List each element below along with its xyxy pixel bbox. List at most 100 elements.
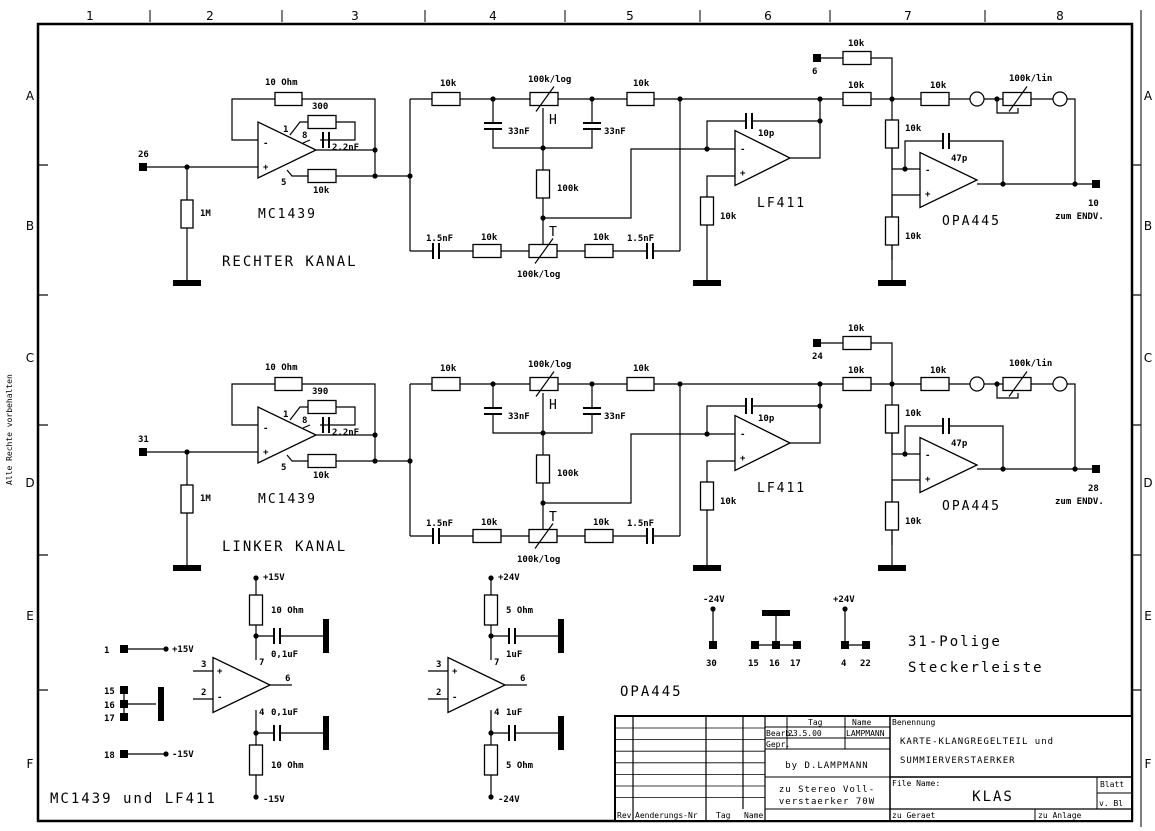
resistor [472, 243, 502, 259]
positive-rail-label: +24V [498, 573, 520, 583]
resistor [535, 169, 551, 199]
opamp-plus: + [452, 667, 458, 677]
bass-resistor-value: 10k [481, 518, 498, 528]
input-pin-number: 31 [138, 435, 149, 445]
wire [891, 148, 920, 170]
resistor [842, 50, 872, 66]
resistor [528, 243, 558, 259]
connector-pin [862, 641, 870, 649]
designation-label: Benennung [892, 718, 936, 727]
treble-cap-value: 33nF [604, 412, 626, 422]
grid-row-label: D [25, 476, 34, 490]
wire [706, 120, 745, 149]
pin-number: 5 [281, 463, 286, 473]
aux-resistor-value: 10k [848, 39, 865, 49]
connector-pin [841, 641, 849, 649]
pin-number: 2 [436, 688, 441, 698]
pin-number: 5 [281, 178, 286, 188]
opamp-plus: + [925, 475, 931, 485]
wire [871, 342, 893, 545]
resistor [307, 399, 337, 415]
grid-row-label: B [26, 219, 34, 233]
frame-border [36, 22, 1134, 823]
grid-row-label: C [1144, 351, 1152, 365]
ground-bar [323, 716, 329, 750]
wire [790, 99, 821, 159]
wire [844, 609, 866, 646]
wire [302, 424, 311, 429]
wire [1067, 98, 1076, 184]
resistor [483, 744, 499, 776]
wire [904, 425, 943, 454]
author-line: by D.LAMPMANN [785, 761, 868, 771]
summer-fb-resistor-value: 10k [905, 124, 922, 134]
potentiometer-wiper [1008, 371, 1028, 397]
grid-column-label: 6 [764, 9, 772, 23]
junction-dot [372, 173, 378, 179]
checked-row-label: Gepr. [766, 740, 790, 749]
ground-symbol [878, 565, 906, 571]
sheet-label: Blatt [1100, 780, 1124, 789]
summer-pot-value: 100k/lin [1009, 358, 1052, 369]
pin-number: 1 [283, 125, 288, 135]
junction-dot [817, 118, 823, 124]
resistor [274, 91, 303, 107]
jumper-ring [969, 91, 985, 107]
ground-symbol [173, 565, 201, 571]
junction-dot [1072, 181, 1078, 187]
connector-pin-number: 4 [841, 659, 847, 669]
buffer-resistor-value: 10k [720, 497, 737, 507]
file-name-value: KLAS [972, 789, 1014, 805]
buffer-cap-value: 10p [758, 414, 775, 424]
opamp-minus: - [452, 693, 457, 703]
connector-pin-number: 22 [860, 659, 871, 669]
feedback-resistor-value: 10 Ohm [265, 78, 298, 88]
resistor [699, 196, 715, 226]
potentiometer-wiper [535, 86, 555, 112]
opamp-triangle [734, 414, 792, 472]
connector-pin [139, 448, 147, 456]
pin-number: 8 [302, 131, 307, 141]
pin-number: 4 [494, 708, 500, 718]
bass-cap-value: 1.5nF [426, 234, 453, 244]
resistor [307, 114, 337, 130]
ground-bar [558, 619, 564, 653]
pin-number: 6 [285, 674, 290, 684]
rev-date-header: Tag [716, 811, 731, 820]
pin-number: 4 [259, 708, 265, 718]
opamp-plus: + [740, 169, 746, 179]
opamp-triangle [447, 656, 507, 714]
rail-label: -15V [172, 750, 194, 760]
opamp-minus: - [263, 424, 268, 434]
name-header: Name [852, 718, 871, 727]
wire [289, 406, 356, 426]
pin-number: 1 [283, 410, 288, 420]
connector-pin [139, 163, 147, 171]
grid-row-label: F [27, 757, 34, 771]
resistor [842, 335, 872, 351]
jumper-ring [1052, 376, 1068, 392]
grid-column-label: 4 [489, 9, 497, 23]
bottom-resistor-value: 10 Ohm [271, 761, 304, 771]
series-resistor-value: 10k [930, 366, 947, 376]
wire [302, 139, 311, 144]
output-label: zum ENDV. [1055, 497, 1104, 507]
junction-dot [253, 794, 259, 800]
connector-title: 31-Polige [908, 634, 1002, 650]
ground-symbol [693, 280, 721, 286]
junction-dot [889, 96, 895, 102]
connector-pin-number: 16 [769, 659, 780, 669]
connector-pin [751, 641, 759, 649]
resistor [884, 216, 900, 246]
comp-capacitor-value: 2.2nF [332, 143, 359, 153]
resistor [248, 744, 264, 776]
bass-label: T [549, 225, 559, 240]
grid-column-label: 5 [626, 9, 634, 23]
mid-resistor-value: 100k [557, 184, 579, 194]
system-label: zu Anlage [1038, 811, 1082, 820]
feedback-resistor-value: 10 Ohm [265, 363, 298, 373]
junction-dot [372, 458, 378, 464]
